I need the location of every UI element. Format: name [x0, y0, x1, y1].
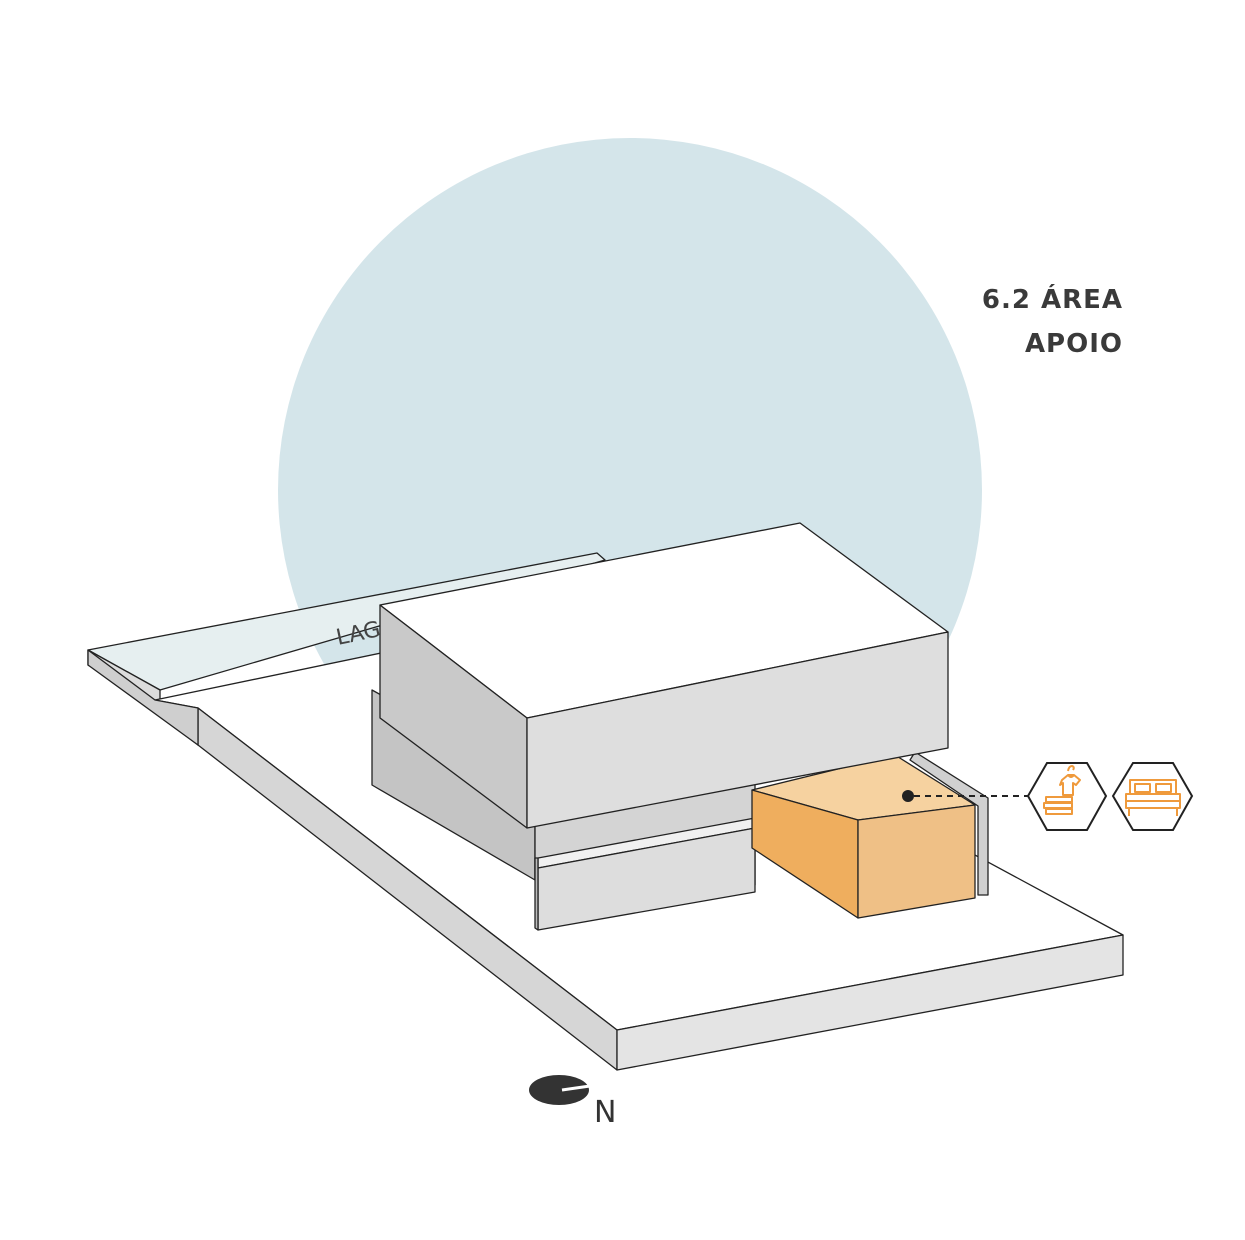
bench-side [534, 857, 539, 931]
plot-front-right [616, 934, 1124, 1071]
upper-volume-front [526, 631, 949, 829]
support-area-front-right [857, 804, 976, 919]
north-label: N [594, 1095, 616, 1130]
bed-icon [1111, 762, 1194, 831]
section-title: 6.2 ÁREA APOIO [982, 278, 1123, 366]
north-compass: N [529, 1075, 616, 1130]
section-title-line1: 6.2 ÁREA [981, 285, 1123, 315]
side-wall [909, 751, 989, 896]
section-title-line2: APOIO [1024, 329, 1123, 359]
plot-left-edge [87, 649, 199, 746]
clothes-icon [1026, 762, 1108, 831]
leader-dot [902, 790, 914, 802]
